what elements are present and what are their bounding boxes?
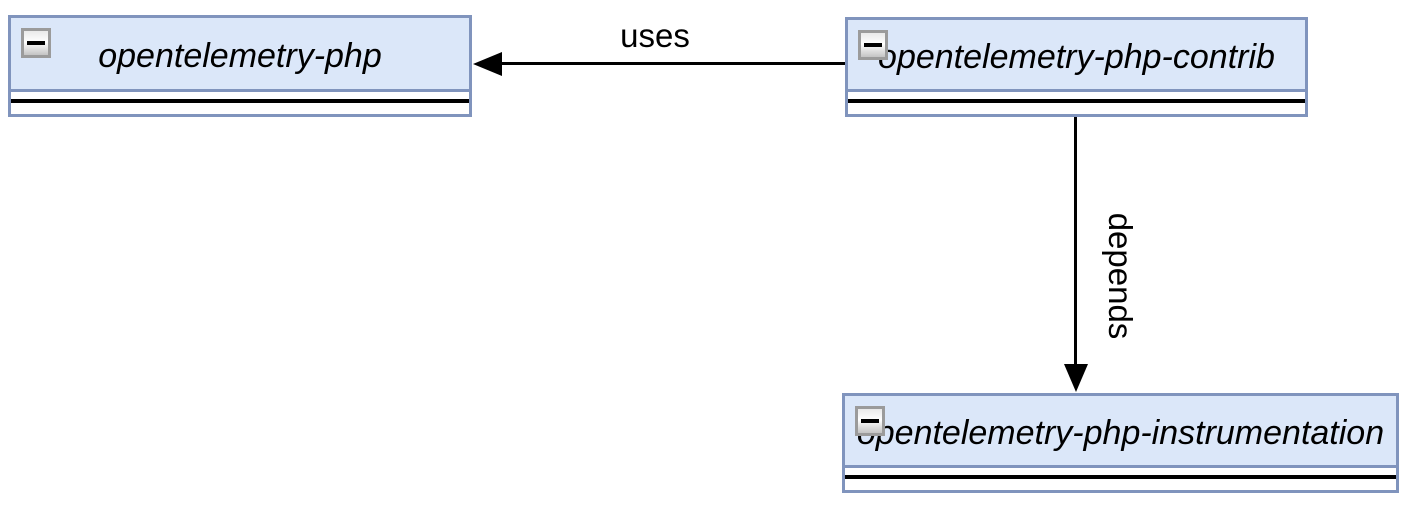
node-opentelemetry-php-contrib[interactable]: opentelemetry-php-contrib xyxy=(845,17,1308,117)
node-title: opentelemetry-php-contrib xyxy=(878,37,1275,76)
node-header: opentelemetry-php xyxy=(11,18,469,92)
edge-uses-label[interactable]: uses xyxy=(620,17,690,54)
node-opentelemetry-php-instrumentation[interactable]: opentelemetry-php-instrumentation xyxy=(842,393,1399,493)
compartment-divider xyxy=(11,99,469,103)
node-compartment xyxy=(11,92,469,114)
node-title: opentelemetry-php-instrumentation xyxy=(856,413,1385,452)
collapse-button[interactable] xyxy=(855,406,885,436)
compartment-divider xyxy=(845,475,1396,479)
edge-uses-line[interactable] xyxy=(500,62,845,65)
node-header: opentelemetry-php-contrib xyxy=(848,20,1305,92)
edge-depends-label[interactable]: depends xyxy=(1102,212,1139,340)
node-compartment xyxy=(848,92,1305,114)
edge-depends-line[interactable] xyxy=(1074,117,1077,365)
node-title: opentelemetry-php xyxy=(98,36,382,75)
collapse-button[interactable] xyxy=(21,28,51,58)
node-compartment xyxy=(845,468,1396,490)
collapse-button[interactable] xyxy=(858,30,888,60)
arrowhead-left-icon xyxy=(473,52,502,76)
arrowhead-down-icon xyxy=(1064,364,1088,392)
minus-icon xyxy=(864,43,882,47)
compartment-divider xyxy=(848,99,1305,103)
minus-icon xyxy=(27,41,45,45)
node-header: opentelemetry-php-instrumentation xyxy=(845,396,1396,468)
minus-icon xyxy=(861,419,879,423)
node-opentelemetry-php[interactable]: opentelemetry-php xyxy=(8,15,472,117)
